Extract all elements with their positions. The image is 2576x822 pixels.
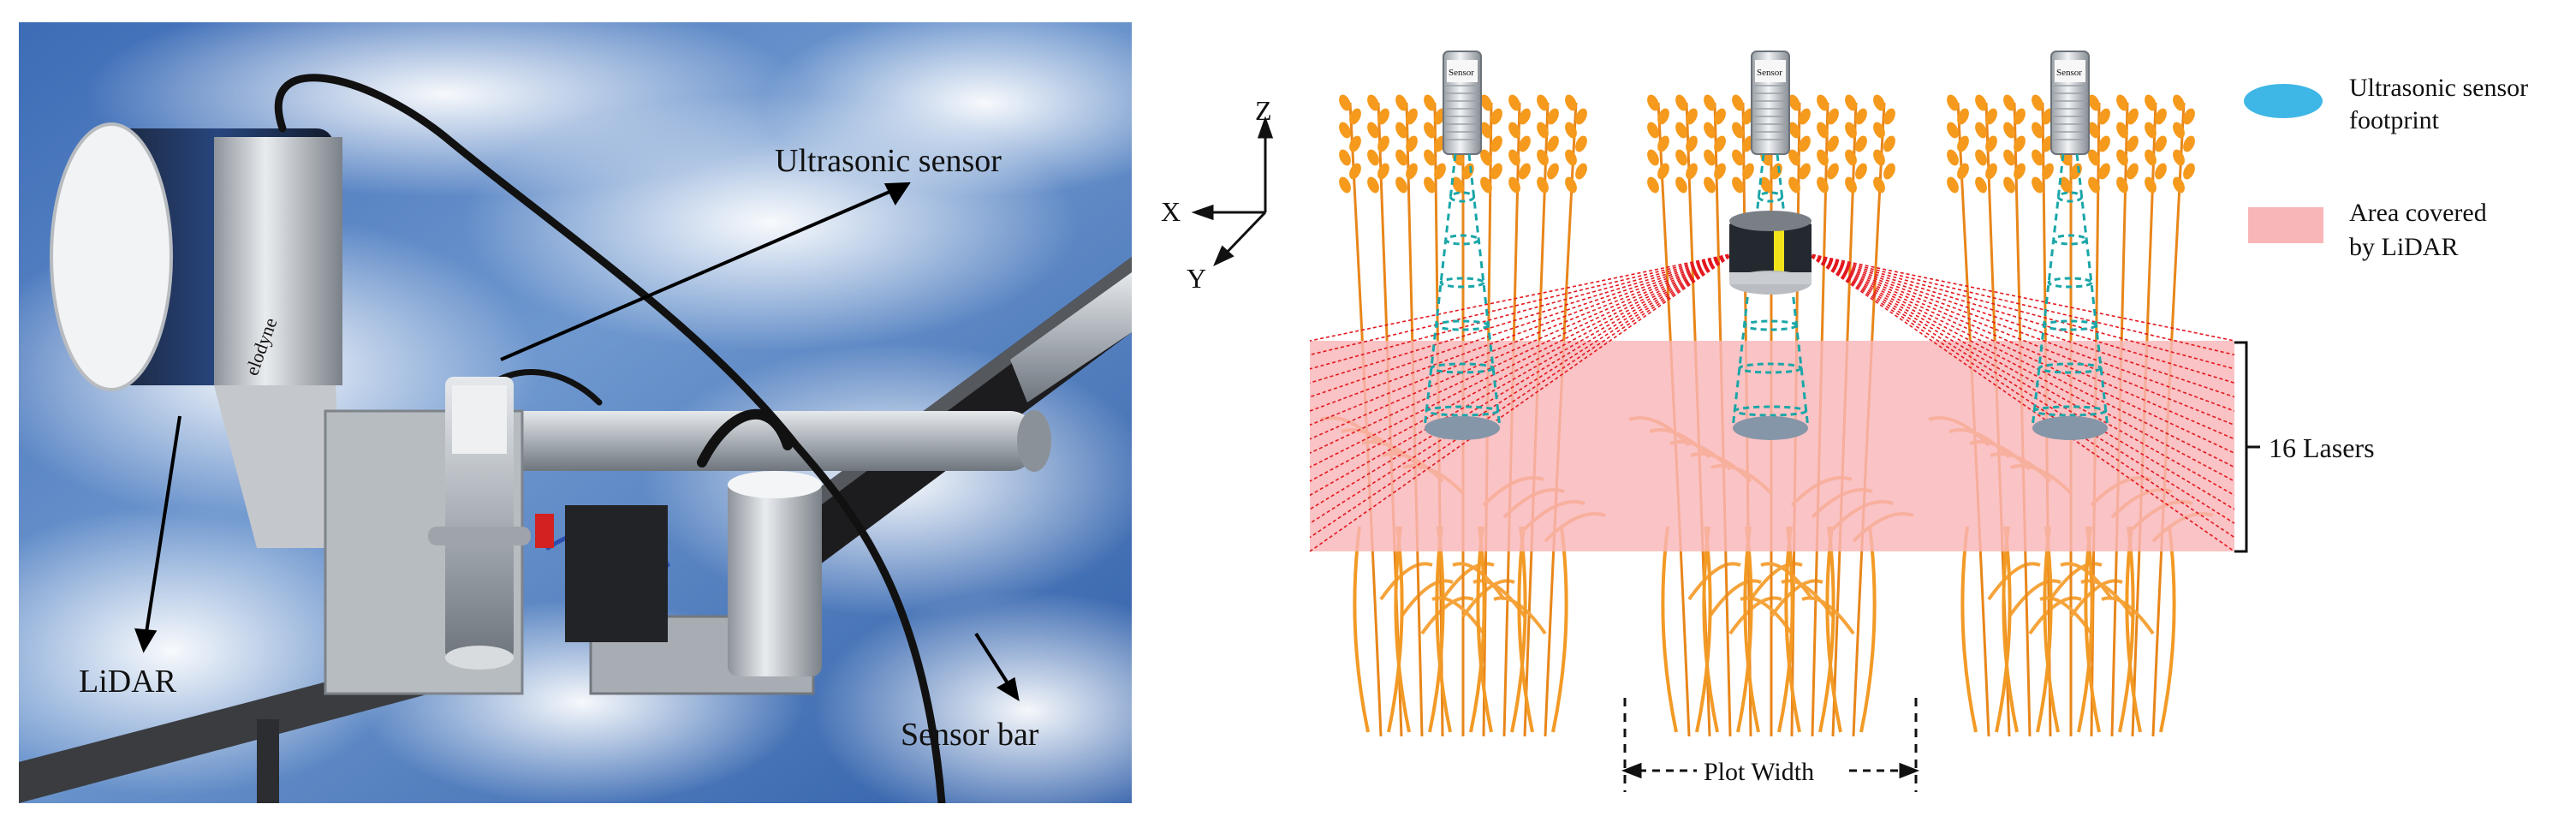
ultrasonic-units: Sensor Sensor Sensor [1423, 51, 2109, 440]
ultrasonic-sensor-icon: Sensor [1751, 51, 1790, 155]
legend: Ultrasonic sensor footprint Area covered… [2244, 74, 2528, 261]
ultrasonic-sensor-photo [428, 377, 531, 670]
plot-width-dimension [1621, 698, 1920, 792]
legend-lidar-line2: by LiDAR [2349, 233, 2459, 261]
lidar-coverage-area [1310, 341, 2234, 551]
sensor-photo: elodyne [19, 22, 1132, 803]
ultrasonic-cone [1423, 153, 1502, 429]
sensor-text: Sensor [1449, 68, 1474, 78]
sensor-bar-label: Sensor bar [901, 717, 1039, 753]
ultrasonic-unit-3: Sensor [2031, 51, 2109, 440]
legend-ultrasonic-line2: footprint [2349, 106, 2440, 134]
legend-lidar-swatch [2248, 207, 2323, 243]
laser-beams [1309, 253, 2235, 552]
ultrasonic-footprint [2032, 416, 2108, 440]
axes-indicator [1191, 116, 1274, 267]
tripod-leg [257, 719, 279, 803]
photo-annotations [134, 182, 1020, 702]
legend-lidar-line1: Area covered [2349, 199, 2487, 227]
ultrasonic-unit-1: Sensor [1423, 51, 1502, 440]
lasers-label: 16 Lasers [2269, 432, 2375, 463]
schematic-lidar-device [1729, 211, 1812, 295]
junction-box [565, 505, 668, 642]
wheat-rows [1320, 94, 2214, 737]
legend-footprint-swatch [2244, 84, 2323, 118]
ultrasonic-sensor-icon: Sensor [1443, 51, 1482, 155]
lasers-bracket [2234, 341, 2260, 553]
lidar-label: LiDAR [79, 664, 177, 700]
plot-width-label: Plot Width [1704, 758, 1814, 786]
ultrasonic-cone [2031, 153, 2109, 429]
ultrasonic-footprint [1733, 416, 1808, 440]
axis-y-label: Y [1187, 263, 1206, 294]
ultrasonic-sensor-icon: Sensor [2050, 51, 2090, 155]
legend-ultrasonic-line1: Ultrasonic sensor [2349, 74, 2528, 102]
ultrasonic-footprint [1425, 416, 1500, 440]
lidar-unit: elodyne [50, 122, 342, 391]
ultrasonic-sensor-label: Ultrasonic sensor [775, 143, 1002, 179]
axis-z-label: Z [1255, 95, 1272, 126]
red-connector [535, 514, 554, 548]
white-cylinder [728, 471, 822, 676]
sensor-text: Sensor [2056, 68, 2082, 78]
sensor-text: Sensor [1757, 68, 1782, 78]
schematic-diagram: Z X Y Sensor Sensor Sensor 16 Lasers [1161, 51, 2528, 792]
axis-x-label: X [1161, 196, 1181, 227]
